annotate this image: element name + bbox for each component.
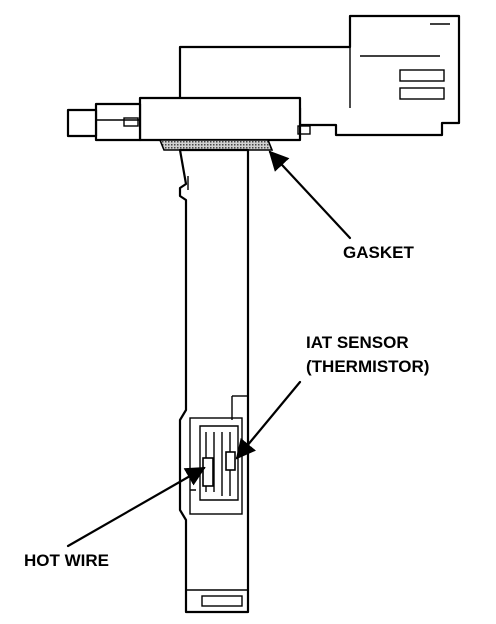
gasket-leader-line	[268, 150, 352, 240]
mounting-flange	[66, 96, 311, 142]
sensor-probe-body	[178, 148, 250, 614]
iat-leader-line	[235, 380, 302, 460]
iat-sensor-label: IAT SENSOR	[306, 333, 409, 352]
hot-wire-label: HOT WIRE	[24, 551, 109, 570]
gasket-seal	[158, 139, 274, 151]
hot-wire-leader-line	[66, 466, 206, 548]
thermistor-element	[225, 451, 236, 471]
thermistor-label: (THERMISTOR)	[306, 357, 429, 376]
gasket-label: GASKET	[343, 243, 414, 262]
hot-wire-element	[202, 457, 214, 487]
